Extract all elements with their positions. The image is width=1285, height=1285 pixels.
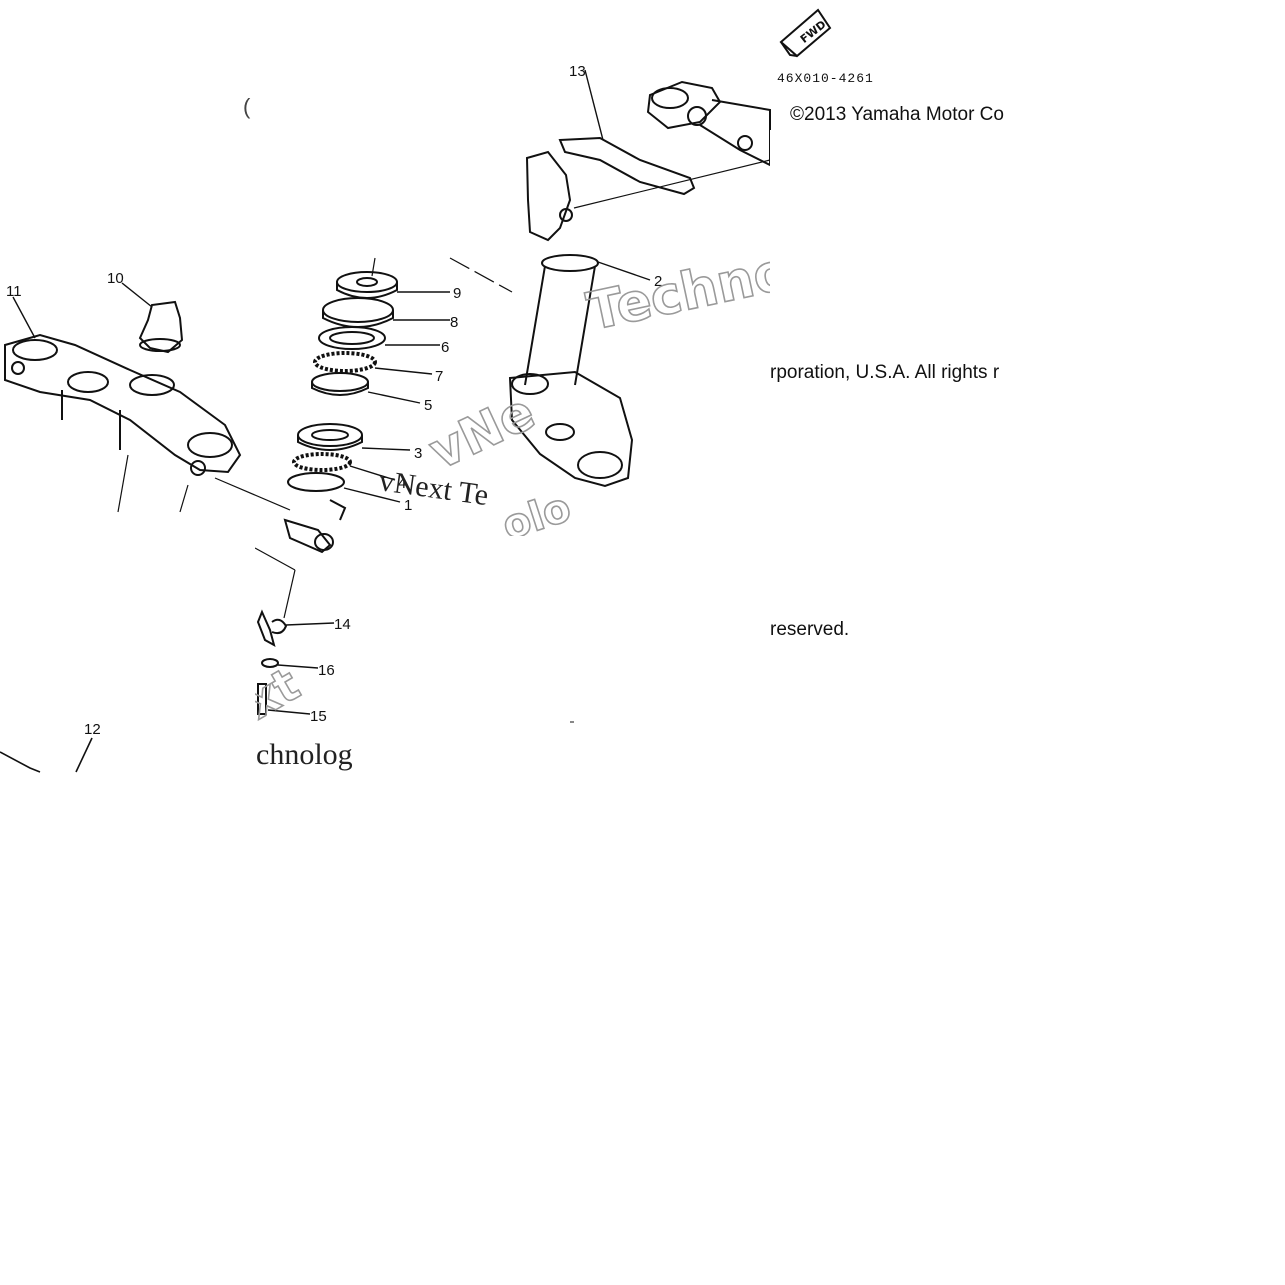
callout-14: 14 (334, 616, 351, 633)
callout-12: 12 (84, 721, 101, 738)
callout-5: 5 (424, 397, 432, 414)
callout-4: 4 (398, 475, 406, 492)
callout-9: 9 (453, 285, 461, 302)
callout-3: 3 (414, 445, 422, 462)
callout-16: 16 (318, 662, 335, 679)
part-5-race (311, 372, 421, 404)
part-3-seal (297, 423, 411, 451)
callout-7: 7 (435, 368, 443, 385)
part-6-race (318, 326, 440, 350)
part-1-race (283, 472, 401, 554)
part-14-clip (254, 547, 335, 648)
part-4-ball-bearing (292, 452, 396, 481)
callout-11: 11 (6, 283, 22, 300)
copyright-line-3: reserved. (770, 619, 850, 640)
part-2-steering-stem (449, 254, 651, 488)
callout-10: 10 (107, 270, 124, 287)
part-11-upper-bracket (4, 296, 291, 513)
watermark-chnolog: chnolog (256, 738, 353, 771)
callout-15: 15 (310, 708, 327, 725)
part-15-bolt (257, 683, 311, 715)
copyright-line-1: ©2013 Yamaha Motor Co (790, 104, 1004, 125)
part-7-ball-bearing (313, 351, 433, 375)
copyright-line-2: rporation, U.S.A. All rights r (770, 362, 1000, 383)
part-12-lower-bracket (0, 737, 93, 773)
callout-13: 13 (569, 63, 586, 80)
part-number: 46X010-4261 (777, 71, 874, 86)
clipped-letter: ( (243, 94, 251, 119)
part-10-cap (121, 282, 184, 354)
part-16-washer (261, 658, 319, 669)
callout-1: 1 (404, 497, 412, 514)
callout-2: 2 (654, 273, 662, 290)
callout-6: 6 (441, 339, 449, 356)
callout-8: 8 (450, 314, 458, 331)
